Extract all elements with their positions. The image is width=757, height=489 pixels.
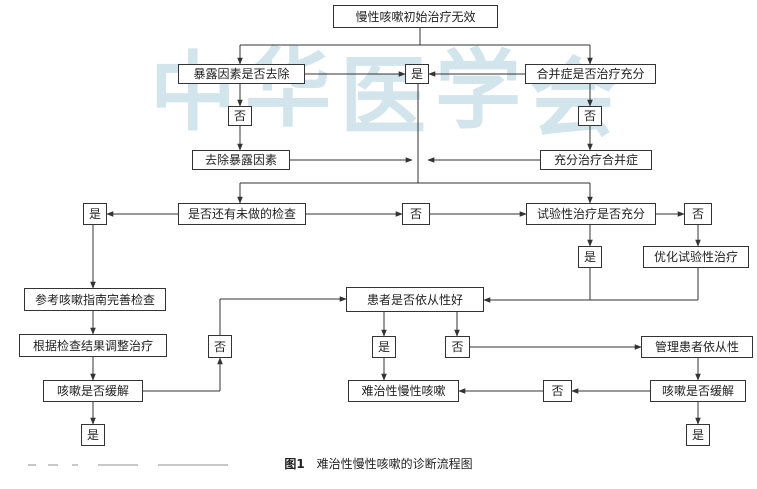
node-treat-comorbidity: 充分治疗合并症 [540, 150, 652, 170]
node-cough-relieved-left: 咳嗽是否缓解 [43, 380, 143, 402]
node-adjust-treatment: 根据检查结果调整治疗 [19, 334, 167, 357]
node-unfinished-tests: 是否还有未做的检查 [178, 203, 306, 225]
node-no-center: 否 [402, 203, 430, 225]
node-no-compliance: 否 [445, 336, 470, 358]
node-yes-trial: 是 [578, 246, 602, 268]
node-yes-left: 是 [83, 203, 107, 225]
watermark: 中 华 医 学 会 [150, 38, 616, 150]
node-compliance: 患者是否依从性好 [346, 287, 484, 312]
node-no-right: 否 [578, 106, 602, 126]
node-start: 慢性咳嗽初始治疗无效 [333, 5, 498, 28]
node-no-mid-left: 否 [208, 335, 232, 358]
node-yes-bottom-left: 是 [81, 424, 105, 446]
watermark-char: 华 [245, 38, 331, 139]
node-manage-compliance: 管理患者依从性 [641, 336, 753, 358]
node-refractory: 难治性慢性咳嗽 [348, 380, 459, 402]
node-no-left: 否 [228, 106, 252, 126]
node-exposure-removed: 暴露因素是否去除 [178, 64, 305, 84]
node-cough-relieved-right: 咳嗽是否缓解 [650, 380, 746, 402]
watermark-char: 学 [435, 40, 521, 141]
node-trial-adequate: 试验性治疗是否充分 [526, 203, 656, 225]
watermark-char: 中 [150, 42, 236, 143]
figure-title: 难治性慢性咳嗽的诊断流程图 [316, 457, 473, 471]
node-remove-exposure: 去除暴露因素 [192, 150, 290, 170]
footer-decoration [28, 462, 288, 468]
node-refer-guideline: 参考咳嗽指南完善检查 [24, 288, 166, 311]
node-comorbidity-adequate: 合并症是否治疗充分 [525, 64, 656, 84]
node-no-bottom: 否 [543, 380, 572, 402]
node-yes-center: 是 [405, 64, 429, 84]
figure-number: 图1 [284, 457, 305, 471]
node-optimize-trial: 优化试验性治疗 [643, 246, 749, 268]
node-yes-compliance: 是 [372, 336, 396, 358]
node-no-trial: 否 [684, 203, 712, 225]
figure-caption: 图1 难治性慢性咳嗽的诊断流程图 [0, 455, 757, 472]
node-yes-bottom-right: 是 [686, 424, 710, 446]
